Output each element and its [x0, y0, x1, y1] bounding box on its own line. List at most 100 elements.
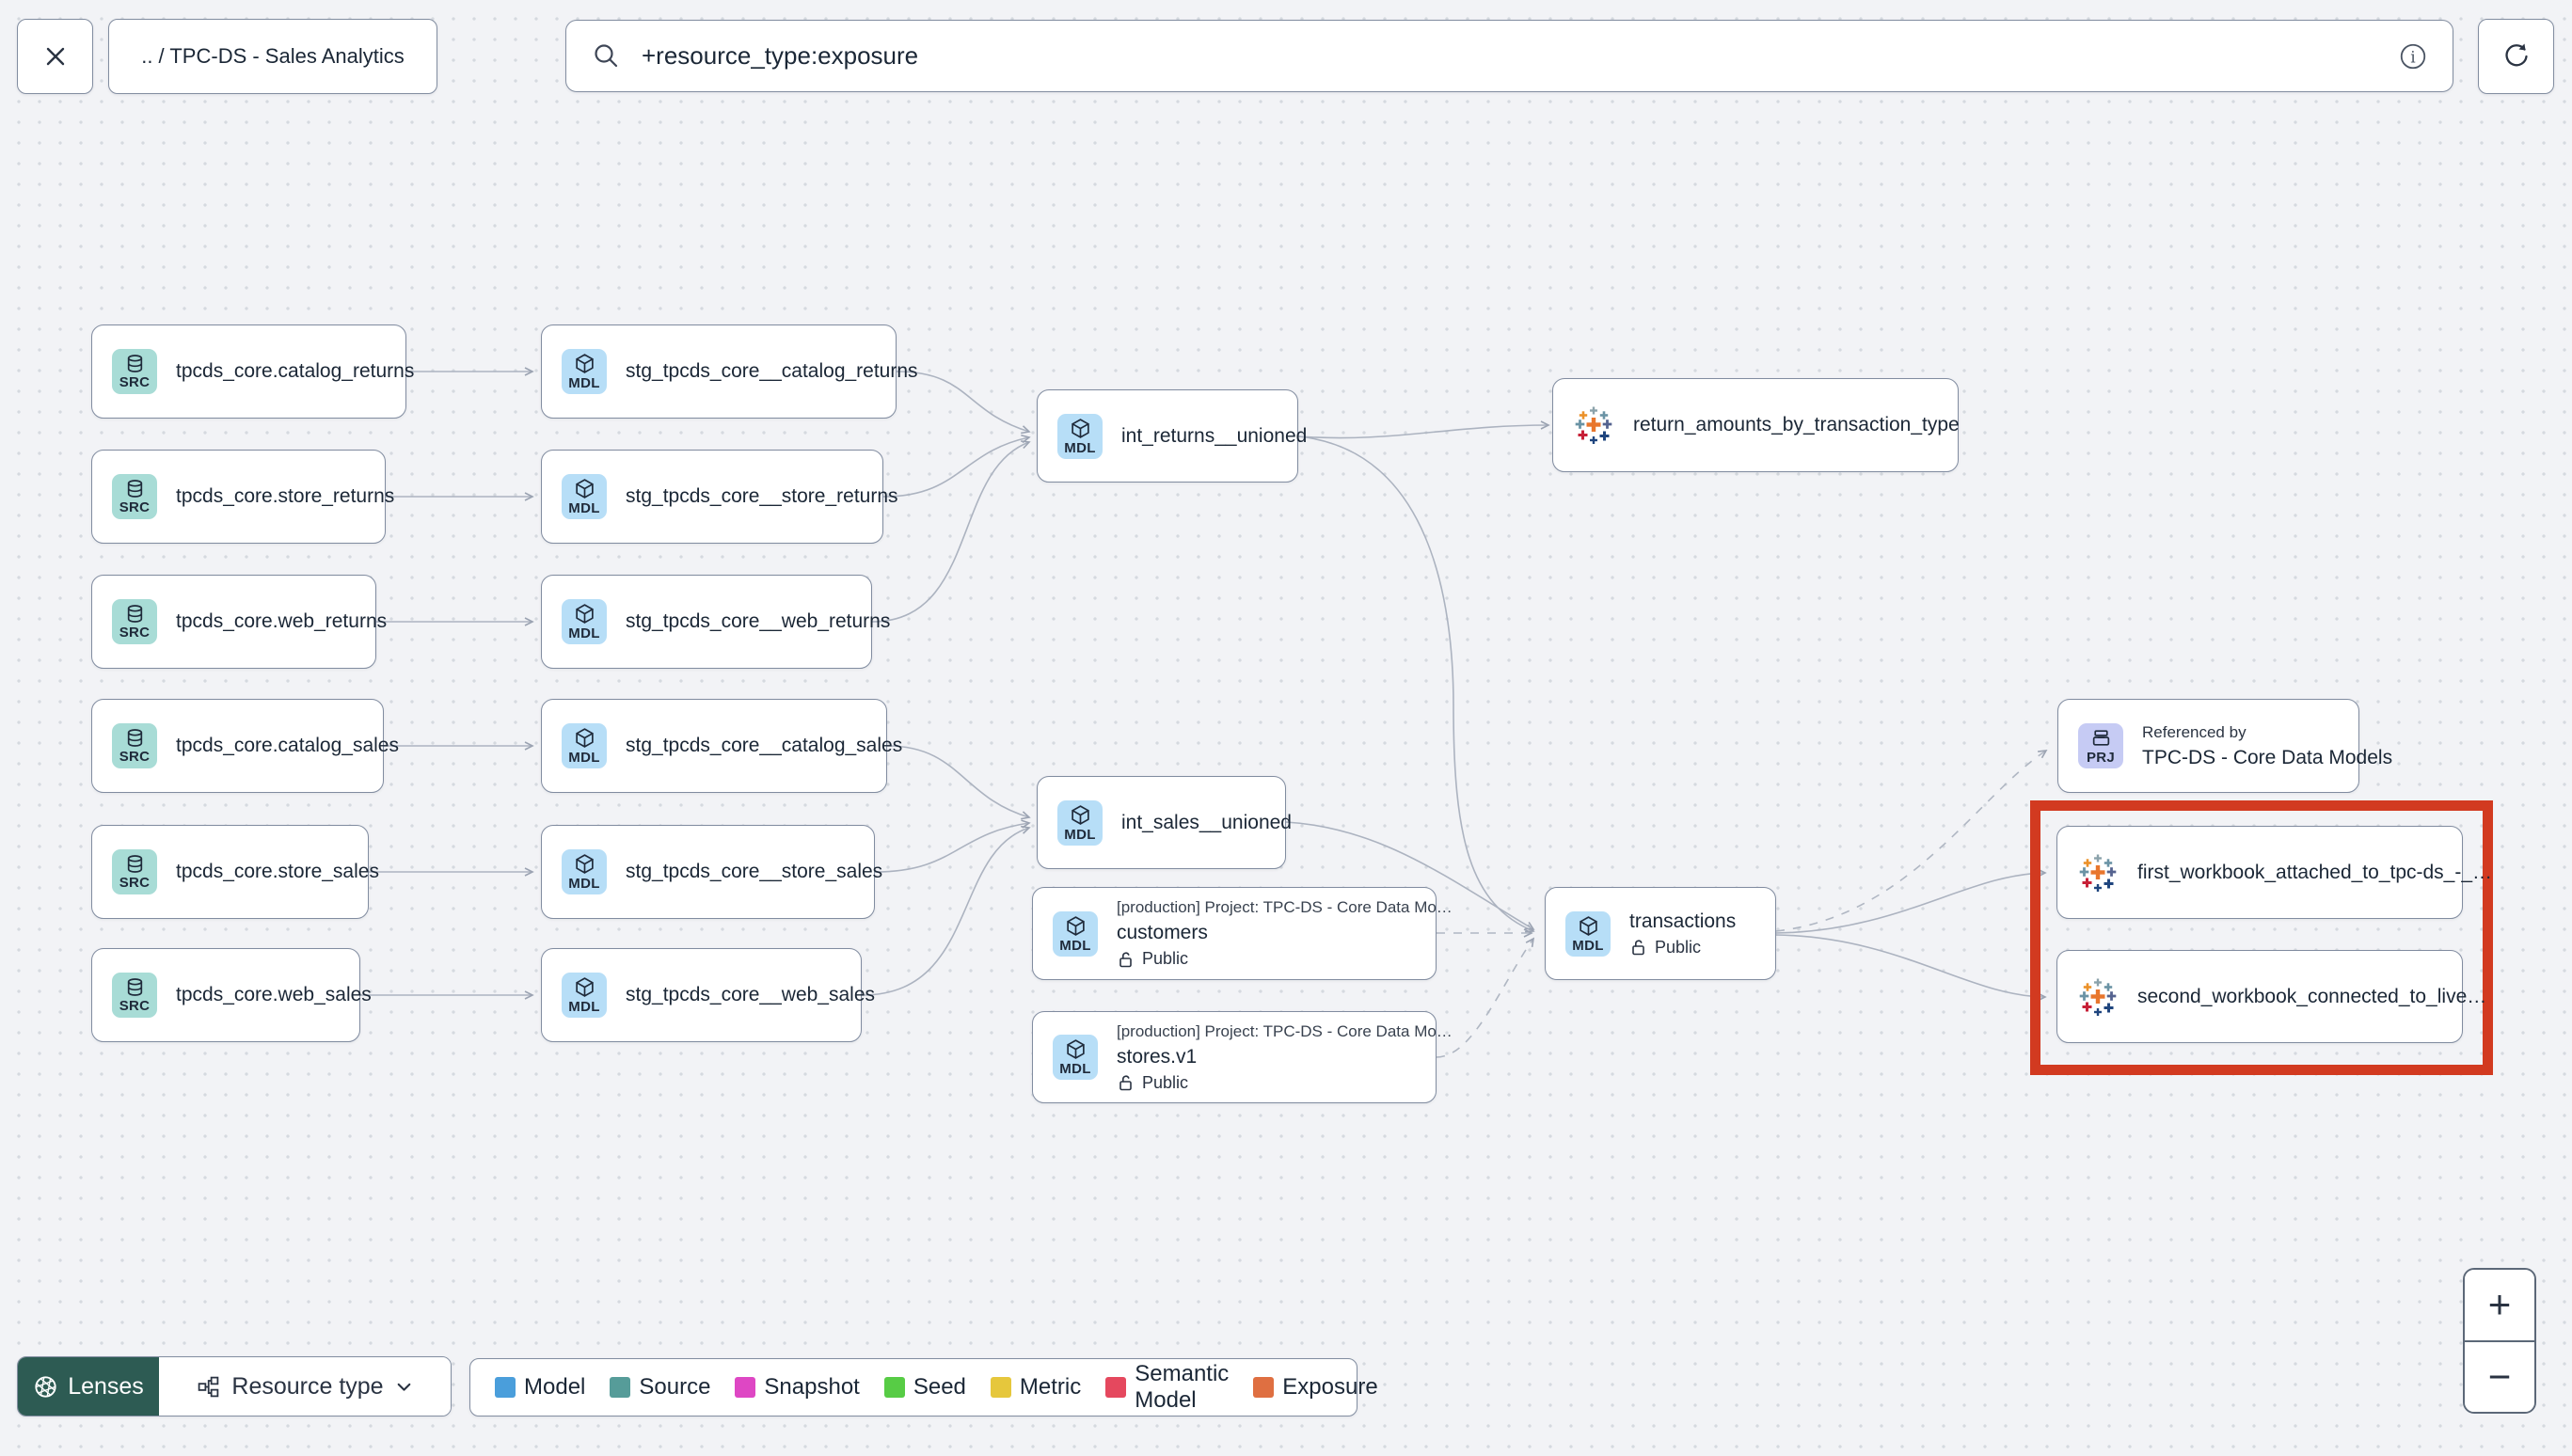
- node-source-tpcds-core-catalog-sales[interactable]: SRC tpcds_core.catalog_sales: [91, 699, 399, 793]
- resource-type-dropdown[interactable]: Resource type: [159, 1357, 451, 1416]
- model-badge: MDL: [562, 723, 607, 768]
- metric-swatch: [990, 1377, 1011, 1398]
- node-model-stg-store-sales[interactable]: MDL stg_tpcds_core__store_sales: [541, 825, 882, 919]
- refresh-icon: [2504, 43, 2528, 67]
- cube-icon: [1065, 915, 1087, 937]
- tableau-icon: [2077, 976, 2119, 1018]
- node-model-transactions[interactable]: MDL transactions Public: [1545, 887, 1776, 980]
- refresh-button[interactable]: [2478, 19, 2554, 94]
- snapshot-swatch: [735, 1377, 756, 1398]
- archive-icon: [2090, 727, 2112, 749]
- search-bar[interactable]: i: [565, 20, 2453, 92]
- close-button[interactable]: [17, 19, 93, 94]
- node-label: stores.v1: [1117, 1045, 1198, 1068]
- node-model-stg-web-returns[interactable]: MDL stg_tpcds_core__web_returns: [541, 575, 890, 669]
- resource-type-legend: Model Source Snapshot Seed Metric Semant…: [469, 1358, 1378, 1416]
- cube-icon: [574, 976, 595, 998]
- resource-type-icon: [197, 1375, 220, 1399]
- database-icon: [125, 728, 145, 748]
- node-model-stg-catalog-returns[interactable]: MDL stg_tpcds_core__catalog_returns: [541, 324, 918, 419]
- legend-item-metric: Metric: [990, 1374, 1081, 1401]
- node-source-tpcds-core-store-returns[interactable]: SRC tpcds_core.store_returns: [91, 450, 394, 544]
- model-badge: MDL: [1053, 910, 1098, 957]
- breadcrumb[interactable]: .. / TPC-DS - Sales Analytics: [108, 19, 437, 94]
- legend-item-exposure: Exposure: [1253, 1374, 1378, 1401]
- source-badge: SRC: [112, 849, 157, 894]
- node-label: stg_tpcds_core__store_returns: [626, 485, 898, 507]
- node-model-int-sales-unioned[interactable]: MDL int_sales__unioned: [1037, 776, 1292, 869]
- cube-icon: [574, 603, 595, 625]
- referenced-by-caption: Referenced by: [2142, 722, 2247, 741]
- node-label: second_workbook_connected_to_live…: [2137, 985, 2487, 1007]
- lock-open-icon: [1117, 1073, 1135, 1092]
- selection-highlight-rect: [2030, 800, 2493, 1075]
- access-label: Public: [1117, 1073, 1453, 1093]
- legend-item-seed: Seed: [883, 1374, 966, 1401]
- info-icon[interactable]: i: [2398, 41, 2428, 71]
- cube-icon: [574, 853, 595, 875]
- node-model-stg-catalog-sales[interactable]: MDL stg_tpcds_core__catalog_sales: [541, 699, 902, 793]
- node-referenced-by-project[interactable]: PRJ Referenced by TPC-DS - Core Data Mod…: [2057, 699, 2392, 793]
- model-badge: MDL: [1057, 413, 1103, 459]
- project-badge: PRJ: [2078, 723, 2123, 768]
- zoom-in-button[interactable]: +: [2465, 1270, 2534, 1340]
- breadcrumb-label: .. / TPC-DS - Sales Analytics: [141, 44, 405, 68]
- source-badge: SRC: [112, 349, 157, 394]
- access-label: Public: [1117, 949, 1453, 969]
- model-badge: MDL: [1053, 1035, 1098, 1080]
- node-model-stores-v1[interactable]: MDL [production] Project: TPC-DS - Core …: [1032, 1011, 1453, 1103]
- node-exposure-second-workbook[interactable]: second_workbook_connected_to_live…: [2056, 950, 2486, 1043]
- zoom-out-button[interactable]: −: [2465, 1339, 2534, 1412]
- cube-icon: [574, 478, 595, 499]
- model-badge: MDL: [562, 349, 607, 394]
- seed-swatch: [883, 1377, 905, 1398]
- node-label: customers: [1117, 922, 1208, 943]
- node-label: stg_tpcds_core__catalog_sales: [626, 735, 903, 756]
- model-badge: MDL: [1057, 799, 1103, 846]
- lock-open-icon: [1117, 950, 1135, 969]
- node-label: tpcds_core.web_sales: [176, 984, 372, 1005]
- node-model-stg-web-sales[interactable]: MDL stg_tpcds_core__web_sales: [541, 948, 875, 1042]
- node-exposure-return-amounts[interactable]: return_amounts_by_transaction_type: [1552, 378, 1960, 472]
- lock-open-icon: [1629, 938, 1647, 957]
- source-badge: SRC: [112, 723, 157, 768]
- model-swatch: [495, 1377, 516, 1398]
- node-model-int-returns-unioned[interactable]: MDL int_returns__unioned: [1037, 389, 1307, 483]
- database-icon: [125, 854, 145, 874]
- lenses-button[interactable]: Lenses: [18, 1357, 159, 1416]
- node-label: first_workbook_attached_to_tpc-ds_-_…: [2137, 861, 2493, 883]
- lenses-label: Lenses: [68, 1372, 144, 1400]
- database-icon: [125, 479, 145, 499]
- node-label: tpcds_core.web_returns: [176, 610, 388, 632]
- cube-icon: [1070, 804, 1091, 826]
- node-label: tpcds_core.catalog_sales: [176, 735, 399, 756]
- close-icon: [46, 47, 64, 66]
- source-badge: SRC: [112, 474, 157, 519]
- node-label: int_returns__unioned: [1121, 424, 1308, 447]
- node-model-stg-store-returns[interactable]: MDL stg_tpcds_core__store_returns: [541, 450, 898, 544]
- model-badge: MDL: [562, 599, 607, 644]
- node-source-tpcds-core-web-returns[interactable]: SRC tpcds_core.web_returns: [91, 575, 387, 669]
- node-label: return_amounts_by_transaction_type: [1633, 414, 1960, 435]
- node-source-tpcds-core-store-sales[interactable]: SRC tpcds_core.store_sales: [91, 825, 379, 919]
- solid-edges: [360, 367, 2047, 1002]
- model-badge: MDL: [1565, 910, 1611, 957]
- search-input[interactable]: [640, 40, 2398, 71]
- model-badge: MDL: [562, 973, 607, 1018]
- node-model-customers[interactable]: MDL [production] Project: TPC-DS - Core …: [1032, 887, 1453, 980]
- node-exposure-first-workbook[interactable]: first_workbook_attached_to_tpc-ds_-_…: [2056, 826, 2492, 919]
- node-source-tpcds-core-web-sales[interactable]: SRC tpcds_core.web_sales: [91, 948, 372, 1042]
- zoom-controls: + −: [2463, 1268, 2536, 1414]
- lens-controls: Lenses Resource type: [17, 1356, 452, 1416]
- tableau-icon: [2077, 852, 2119, 894]
- cube-icon: [574, 353, 595, 374]
- cube-icon: [1070, 418, 1091, 439]
- project-label: [production] Project: TPC-DS - Core Data…: [1117, 1021, 1453, 1040]
- access-label: Public: [1629, 938, 1736, 957]
- node-source-tpcds-core-catalog-returns[interactable]: SRC tpcds_core.catalog_returns: [91, 324, 414, 419]
- legend-item-snapshot: Snapshot: [735, 1374, 860, 1401]
- node-label: int_sales__unioned: [1121, 811, 1292, 833]
- node-label: tpcds_core.store_sales: [176, 861, 379, 882]
